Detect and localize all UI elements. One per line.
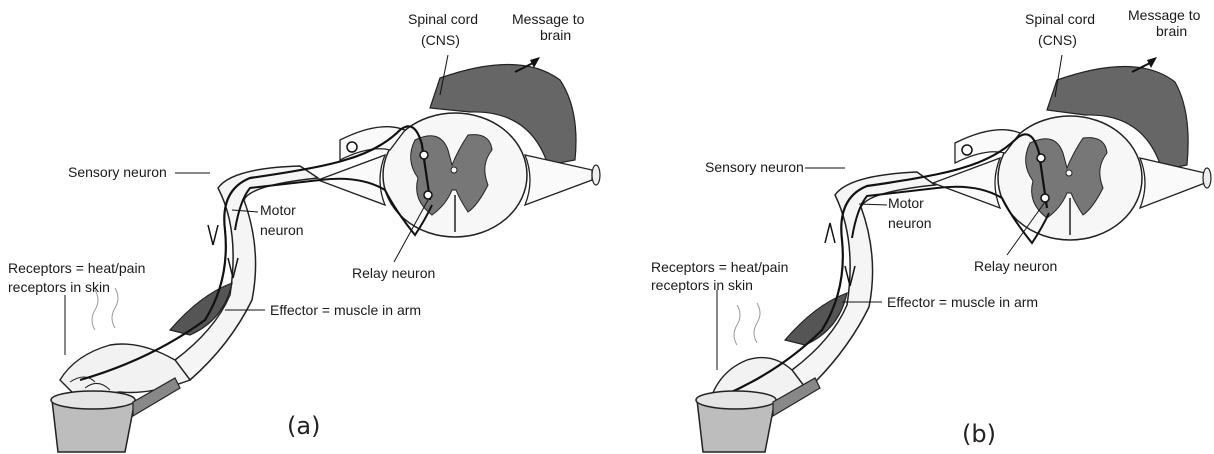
label-message: Message to [512, 11, 585, 27]
cup-rim [696, 391, 776, 409]
label-cns: (CNS) [421, 32, 460, 48]
sensory-cell-body [347, 142, 357, 152]
nerve-end [1203, 168, 1211, 188]
label-motor: Motor [260, 202, 296, 218]
label-receptors: Receptors = heat/pain [8, 260, 145, 276]
label-spinal-cord: Spinal cord [408, 11, 478, 27]
reflex-arc-diagram-b: Spinal cord (CNS) Message to brain Senso… [607, 0, 1214, 454]
label-sensory-neuron: Sensory neuron [68, 164, 167, 180]
direction-arrow [825, 223, 835, 243]
label-brain: brain [540, 27, 571, 43]
label-receptors-skin: receptors in skin [651, 277, 753, 293]
label-message: Message to [1128, 7, 1201, 23]
relay-cell-2 [1041, 194, 1049, 202]
central-canal [1066, 170, 1072, 176]
central-canal [451, 167, 457, 173]
relay-cell-2 [424, 191, 432, 199]
heat-waves [734, 303, 760, 345]
message-arrow-head [530, 57, 540, 68]
direction-arrow [208, 225, 218, 245]
spinal-nerve-right [1140, 158, 1205, 208]
cup-rim [51, 391, 135, 409]
nerve-end [592, 165, 600, 185]
diagram-panel-a: Spinal cord (CNS) Message to brain Senso… [0, 0, 607, 454]
label-effector: Effector = muscle in arm [270, 302, 421, 318]
label-spinal-cord: Spinal cord [1025, 11, 1095, 27]
relay-cell-1 [420, 151, 428, 159]
relay-cell-1 [1037, 154, 1045, 162]
label-neuron: neuron [260, 222, 304, 238]
spinal-nerve-right [525, 155, 592, 205]
leader-motor [859, 204, 887, 205]
caption-a: (a) [287, 412, 320, 440]
label-receptors: Receptors = heat/pain [651, 259, 788, 275]
label-motor: Motor [888, 195, 924, 211]
label-sensory-neuron: Sensory neuron [705, 159, 804, 175]
label-brain: brain [1156, 23, 1187, 39]
label-cns: (CNS) [1038, 32, 1077, 48]
reflex-arc-diagram-a: Spinal cord (CNS) Message to brain Senso… [0, 0, 607, 454]
label-neuron: neuron [888, 215, 932, 231]
arm [175, 166, 318, 380]
label-effector: Effector = muscle in arm [887, 294, 1038, 310]
label-relay-neuron: Relay neuron [974, 258, 1057, 274]
sensory-cell-body [962, 145, 972, 155]
caption-b: (b) [962, 420, 996, 448]
label-receptors-skin: receptors in skin [8, 279, 110, 295]
label-relay-neuron: Relay neuron [352, 265, 435, 281]
diagram-panel-b: Spinal cord (CNS) Message to brain Senso… [607, 0, 1214, 454]
message-arrow-head [1147, 57, 1157, 68]
